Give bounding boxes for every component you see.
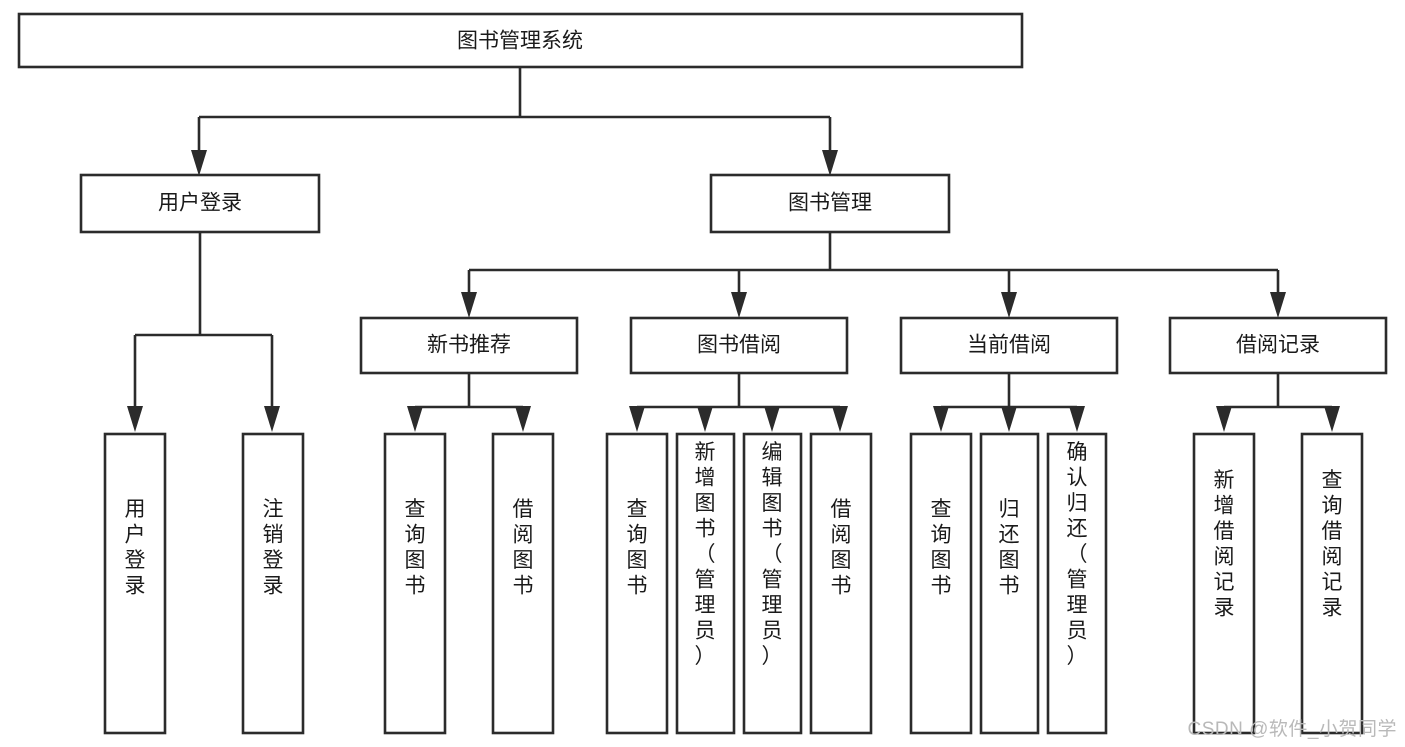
node-new-book-recommend[interactable]: 新书推荐 xyxy=(359,316,579,375)
leaf-user-login-2-label: 注销登录 xyxy=(263,498,284,598)
node-current-borrow-label: 当前借阅 xyxy=(967,334,1051,357)
node-book-management-label: 图书管理 xyxy=(788,192,872,215)
leaf-book-borrow-3[interactable]: 编辑图书（管理员） xyxy=(742,432,803,735)
arrow-head-br-leaf-1 xyxy=(1216,406,1232,432)
leaf-borrow-record-1-label: 新增借阅记录 xyxy=(1214,469,1235,620)
arrow-head-book-management xyxy=(822,150,838,176)
arrow-head-ul-leaf-1 xyxy=(127,406,143,432)
leaf-current-borrow-3-label: 确认归还（管理员） xyxy=(1067,441,1088,668)
arrow-head-bb-leaf-3 xyxy=(764,406,780,432)
node-borrow-record[interactable]: 借阅记录 xyxy=(1168,316,1388,375)
leaf-new-book-1[interactable]: 查询图书 xyxy=(383,432,447,735)
node-book-borrow[interactable]: 图书借阅 xyxy=(629,316,849,375)
leaf-book-borrow-1-box xyxy=(605,432,669,735)
arrow-head-new-book xyxy=(461,292,477,318)
leaf-book-borrow-2-box xyxy=(675,432,736,735)
arrow-head-nbr-leaf-2 xyxy=(515,406,531,432)
leaf-book-borrow-1[interactable]: 查询图书 xyxy=(605,432,669,735)
leaf-borrow-record-1[interactable]: 新增借阅记录 xyxy=(1192,432,1256,735)
arrow-head-ul-leaf-2 xyxy=(264,406,280,432)
node-user-login-label: 用户登录 xyxy=(158,192,242,215)
leaf-new-book-1-box xyxy=(383,432,447,735)
node-borrow-record-box xyxy=(1168,316,1388,375)
leaf-user-login-1[interactable]: 用户登录 xyxy=(103,432,167,735)
leaf-new-book-2-label: 借阅图书 xyxy=(513,498,534,598)
arrow-head-book-borrow xyxy=(731,292,747,318)
node-new-book-recommend-box xyxy=(359,316,579,375)
leaf-current-borrow-1-label: 查询图书 xyxy=(931,498,952,598)
leaf-current-borrow-3[interactable]: 确认归还（管理员） xyxy=(1046,432,1108,735)
leaf-user-login-1-label: 用户登录 xyxy=(125,498,146,598)
leaf-book-borrow-3-label: 编辑图书（管理员） xyxy=(762,441,783,668)
arrow-head-current-borrow xyxy=(1001,292,1017,318)
leaf-book-borrow-2-label: 新增图书（管理员） xyxy=(695,441,716,668)
arrow-head-borrow-record xyxy=(1270,292,1286,318)
node-user-login[interactable]: 用户登录 xyxy=(79,173,321,234)
node-new-book-recommend-label: 新书推荐 xyxy=(427,334,511,357)
node-root-box xyxy=(17,12,1024,69)
leaf-current-borrow-1[interactable]: 查询图书 xyxy=(909,432,973,735)
leaf-current-borrow-3-box xyxy=(1046,432,1108,735)
arrow-head-bb-leaf-4 xyxy=(832,406,848,432)
leaf-book-borrow-3-box xyxy=(742,432,803,735)
leaf-book-borrow-4-box xyxy=(809,432,873,735)
node-root-label: 图书管理系统 xyxy=(457,30,583,53)
leaf-current-borrow-2-box xyxy=(979,432,1040,735)
node-current-borrow-box xyxy=(899,316,1119,375)
arrow-head-bb-leaf-2 xyxy=(697,406,713,432)
leaf-new-book-2-box xyxy=(491,432,555,735)
node-borrow-record-label: 借阅记录 xyxy=(1236,334,1320,357)
arrow-head-bb-leaf-1 xyxy=(629,406,645,432)
leaf-user-login-2-box xyxy=(241,432,305,735)
arrow-head-cb-leaf-3 xyxy=(1069,406,1085,432)
leaf-current-borrow-1-box xyxy=(909,432,973,735)
node-book-management[interactable]: 图书管理 xyxy=(709,173,951,234)
arrow-head-br-leaf-2 xyxy=(1324,406,1340,432)
leaf-user-login-1-box xyxy=(103,432,167,735)
node-book-borrow-box xyxy=(629,316,849,375)
leaf-book-borrow-2[interactable]: 新增图书（管理员） xyxy=(675,432,736,735)
node-root-book-management-system[interactable]: 图书管理系统 xyxy=(17,12,1024,69)
leaf-new-book-2[interactable]: 借阅图书 xyxy=(491,432,555,735)
leaf-borrow-record-2-label: 查询借阅记录 xyxy=(1322,469,1343,620)
csdn-watermark: CSDN @软件_小贺同学 xyxy=(1187,719,1397,740)
leaf-borrow-record-2-box xyxy=(1300,432,1364,735)
node-current-borrow[interactable]: 当前借阅 xyxy=(899,316,1119,375)
leaf-book-borrow-1-label: 查询图书 xyxy=(627,498,648,598)
node-book-borrow-label: 图书借阅 xyxy=(697,334,781,357)
arrow-head-cb-leaf-2 xyxy=(1001,406,1017,432)
leaf-user-login-2[interactable]: 注销登录 xyxy=(241,432,305,735)
leaf-book-borrow-4[interactable]: 借阅图书 xyxy=(809,432,873,735)
leaf-book-borrow-4-label: 借阅图书 xyxy=(831,498,852,598)
arrow-head-cb-leaf-1 xyxy=(933,406,949,432)
leaf-new-book-1-label: 查询图书 xyxy=(405,498,426,598)
arrow-head-nbr-leaf-1 xyxy=(407,406,423,432)
arrow-head-user-login xyxy=(191,150,207,176)
leaf-current-borrow-2-label: 归还图书 xyxy=(999,498,1020,598)
leaf-borrow-record-1-box xyxy=(1192,432,1256,735)
leaf-current-borrow-2[interactable]: 归还图书 xyxy=(979,432,1040,735)
node-book-management-box xyxy=(709,173,951,234)
leaf-borrow-record-2[interactable]: 查询借阅记录 xyxy=(1300,432,1364,735)
